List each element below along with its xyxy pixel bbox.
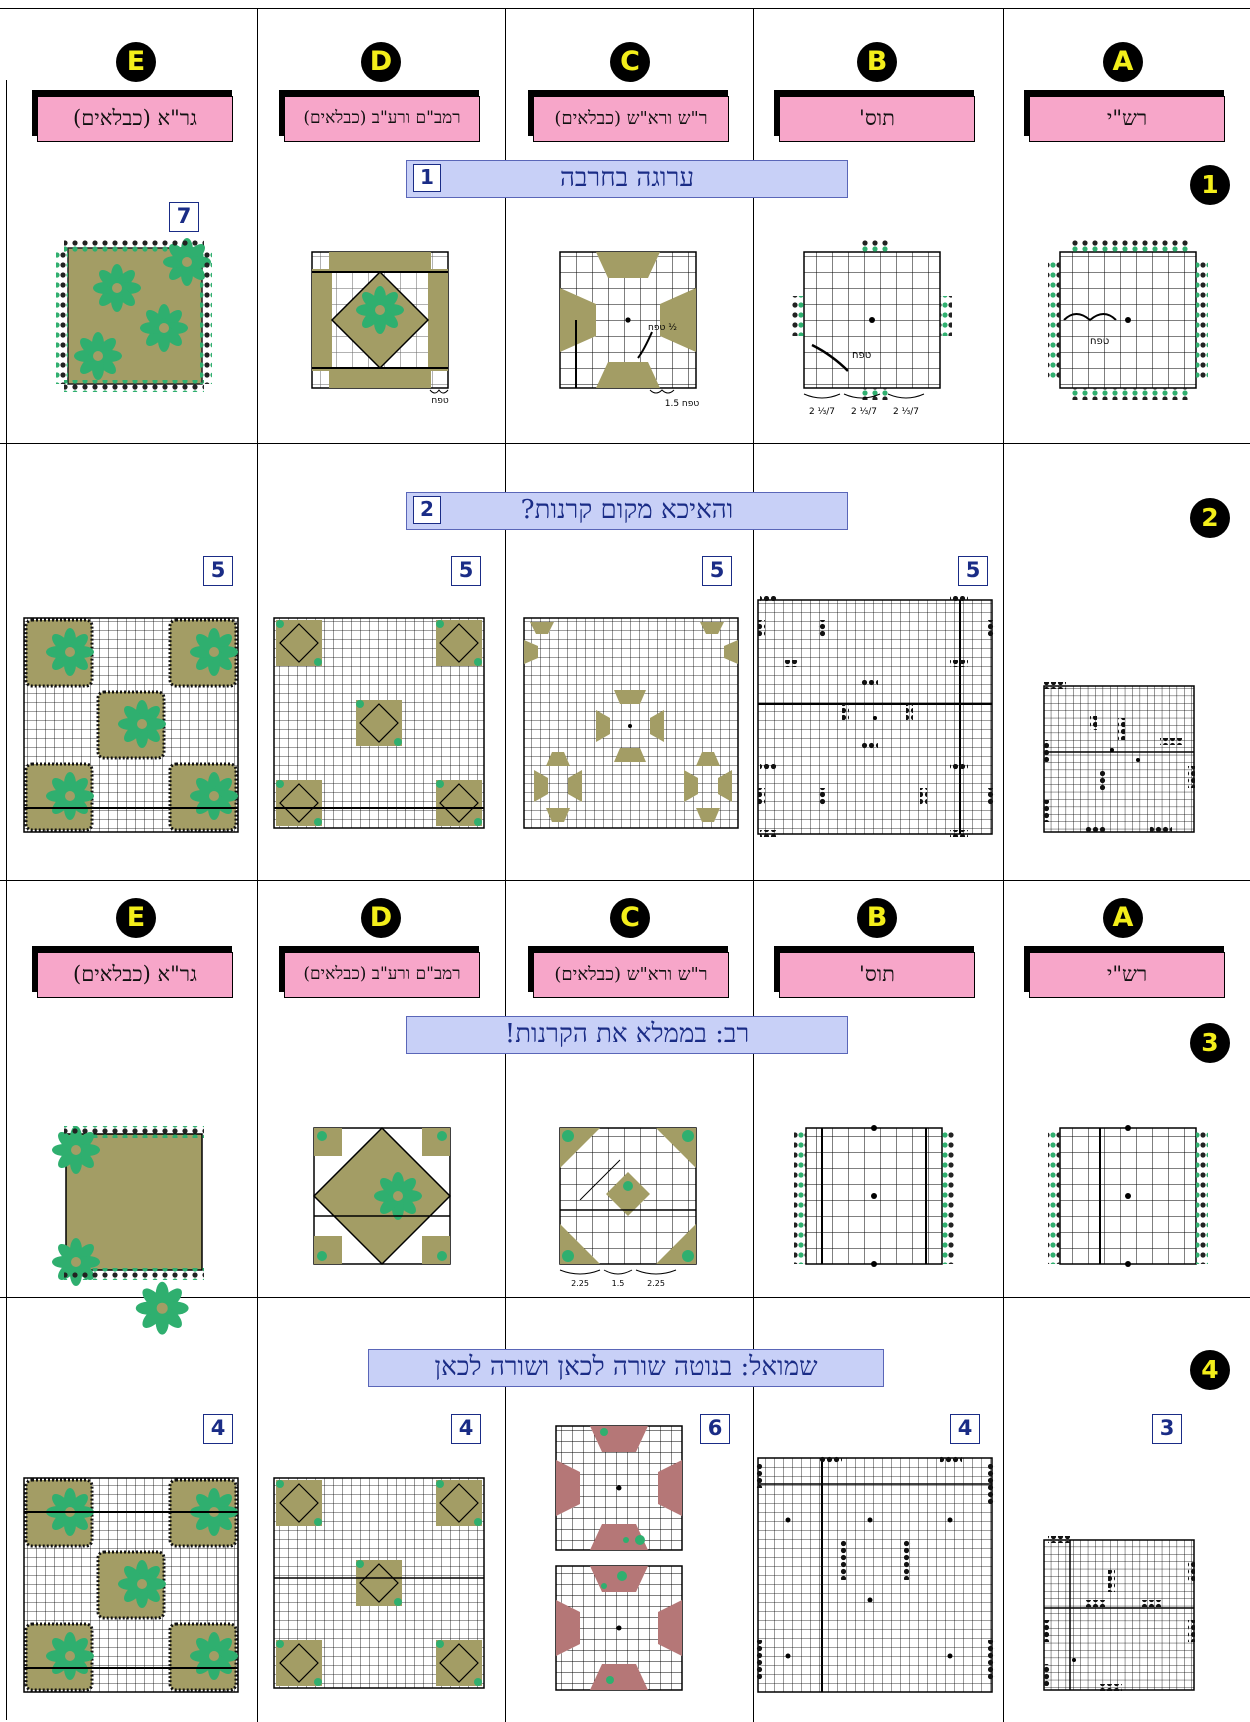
r2-d-diamonds [274,618,484,828]
r4-a-grid [1044,1536,1195,1691]
r4-d-diamonds [274,1478,484,1688]
r3-c-dim-1: 2.25 [571,1279,589,1288]
r2-e-checker [24,618,238,832]
r1-b-seventh-3: 2 ⅓/7 [893,407,919,417]
r3-b-grid [794,1125,954,1267]
r4-e-checker [24,1478,238,1692]
r3-e-bed [52,1126,204,1335]
r1-d-tefach: טפח [431,396,449,406]
r1-e-olive-bed [56,238,212,392]
r1-b-seventh-2: 2 ⅓/7 [851,407,877,417]
r1-b-grid-bed: טפח 2 ⅓/7 2 ⅓/7 2 ⅓/7 [792,240,952,417]
r3-c-dim-2: 1.5 [612,1279,625,1288]
r3-c-bed: 2.25 1.5 2.25 [560,1128,696,1288]
r4-b-grid [756,1456,995,1692]
r1-c-trapezoid-bed: טפח ½ 1.5 טפח [560,252,699,409]
r2-a-grid [1042,682,1195,833]
r3-c-dim-3: 2.25 [647,1279,665,1288]
r3-a-grid [1048,1125,1208,1267]
r1-a-tefach: טפח [1090,336,1109,347]
r1-a-grid-bed: טפח [1048,240,1208,400]
r1-c-quarter: 1.5 טפח [665,399,700,409]
r1-c-half: טפח ½ [648,323,677,333]
r1-b-seventh-1: 2 ⅓/7 [809,407,835,417]
r1-d-diamond-bed: טפח [312,252,449,406]
r3-d-bed [314,1128,450,1264]
r2-b-grid [758,596,995,837]
r2-c-trapezoids [524,618,738,828]
r1-b-tefach: טפח [852,350,871,361]
r4-c-tiles [556,1426,682,1690]
